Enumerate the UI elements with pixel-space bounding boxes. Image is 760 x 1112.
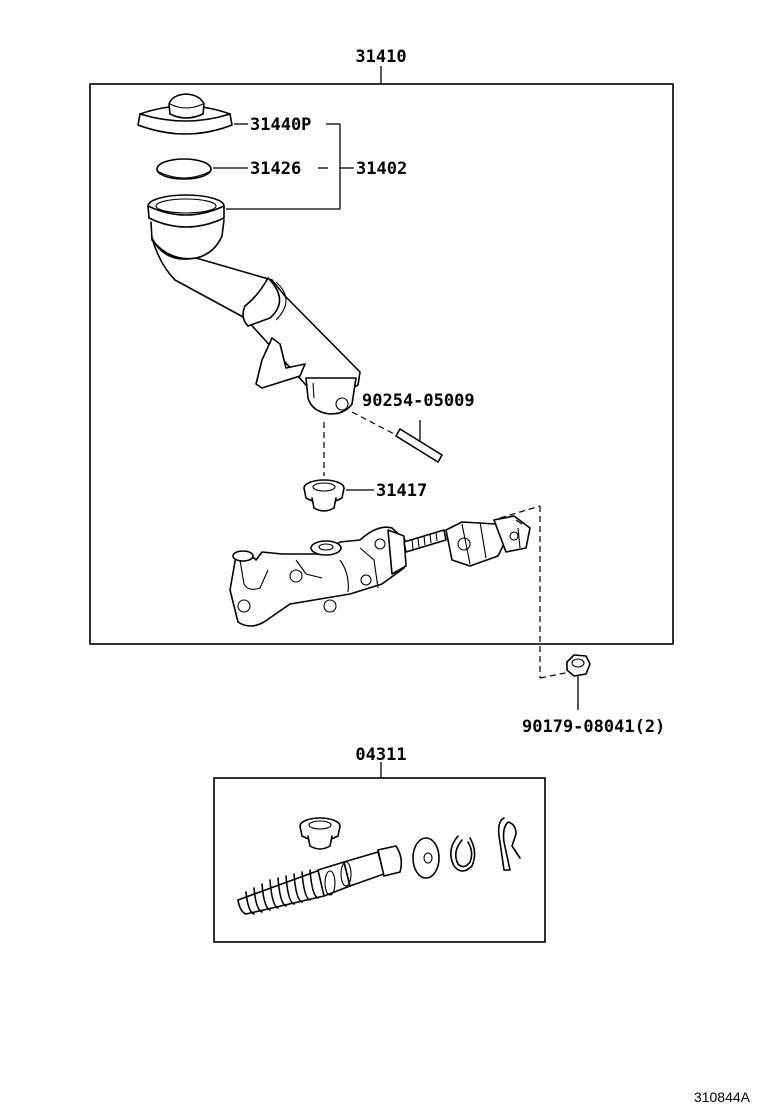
label-04311: 04311 <box>355 745 406 765</box>
pin-part <box>395 428 443 463</box>
label-31417: 31417 <box>376 481 427 501</box>
grommet-part <box>303 479 345 512</box>
kit-04311-frame: 04311 <box>213 745 546 943</box>
label-31426: 31426 <box>250 159 301 179</box>
kit-grommet-part <box>299 817 341 850</box>
bracket-leader-31402 <box>226 123 354 210</box>
kit-spring-piston-part <box>237 845 403 915</box>
reference-code: 310844A <box>694 1089 751 1105</box>
label-31440P: 31440P <box>250 115 311 135</box>
kit-clip-part <box>497 817 521 871</box>
nut-part <box>566 654 591 677</box>
master-cylinder-part <box>229 515 531 627</box>
reservoir-body-part <box>147 194 361 415</box>
reservoir-cap-part <box>137 93 233 135</box>
label-31402: 31402 <box>356 159 407 179</box>
kit-washer-part <box>412 837 440 879</box>
assembly-31410-frame: 31410 <box>89 47 674 645</box>
label-90254-05009: 90254-05009 <box>362 391 475 411</box>
label-31410: 31410 <box>355 47 406 67</box>
gasket-part <box>156 158 212 180</box>
kit-snap-ring-part <box>450 835 476 872</box>
label-90179-08041: 90179-08041(2) <box>522 717 665 737</box>
